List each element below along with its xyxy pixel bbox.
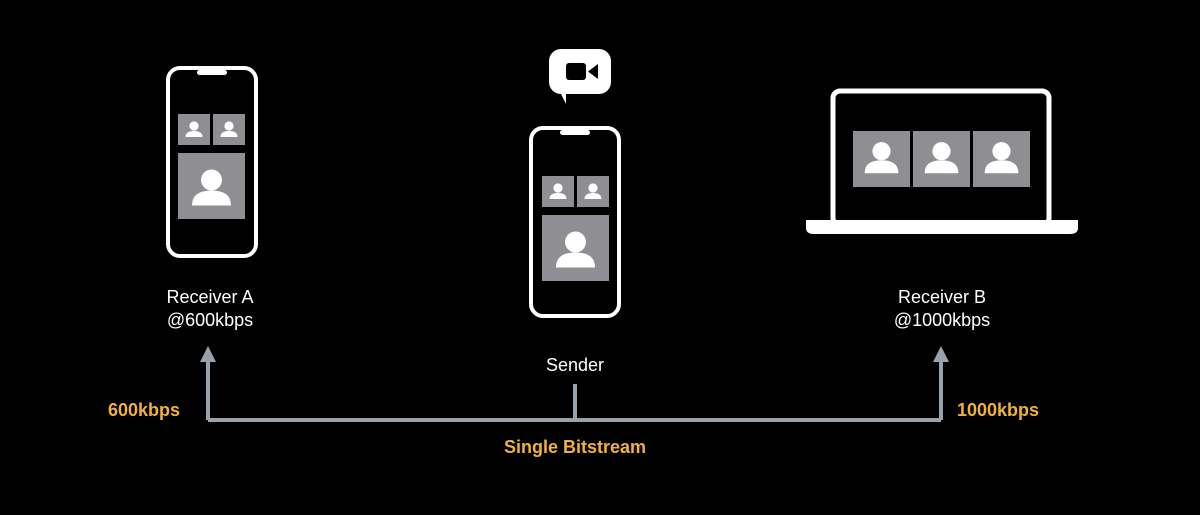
sender-tile-small-2 bbox=[577, 176, 609, 207]
receiver-a-tile-small-2 bbox=[213, 114, 245, 145]
sender-tile-large bbox=[542, 215, 609, 281]
receiver-b-label: Receiver B @1000kbps bbox=[862, 286, 1022, 332]
sender-tile-small-1 bbox=[542, 176, 574, 207]
receiver-b-tile-2 bbox=[913, 131, 970, 187]
receiver-b-tile-3 bbox=[973, 131, 1030, 187]
facetime-video-icon bbox=[549, 49, 611, 104]
bitstream-connector bbox=[206, 358, 943, 422]
receiver-a-label: Receiver A @600kbps bbox=[130, 286, 290, 332]
sender-phone bbox=[529, 126, 621, 318]
right-rate-label: 1000kbps bbox=[957, 400, 1040, 420]
receiver-a-tile-small-1 bbox=[178, 114, 210, 145]
stream-label: Single Bitstream bbox=[503, 437, 647, 457]
arrowhead-receiver-b bbox=[933, 346, 949, 362]
left-rate-label: 600kbps bbox=[108, 400, 181, 420]
arrowhead-receiver-a bbox=[200, 346, 216, 362]
sender-label: Sender bbox=[545, 355, 605, 375]
receiver-a-phone bbox=[166, 66, 258, 258]
receiver-a-tile-large bbox=[178, 153, 245, 219]
receiver-a-name: Receiver A bbox=[166, 287, 254, 307]
receiver-b-tile-1 bbox=[853, 131, 910, 187]
receiver-b-name: Receiver B bbox=[897, 287, 987, 307]
receiver-b-laptop bbox=[806, 88, 1078, 234]
receiver-b-rate: @1000kbps bbox=[893, 310, 991, 330]
receiver-a-rate: @600kbps bbox=[166, 310, 254, 330]
